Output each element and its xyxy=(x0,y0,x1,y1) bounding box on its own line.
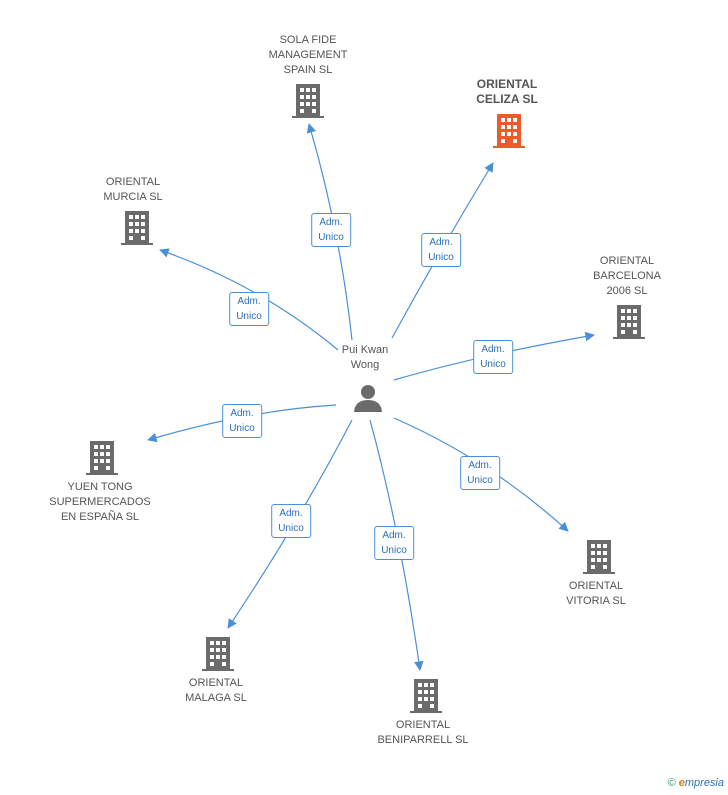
role-badge: Adm.Unico xyxy=(311,213,351,247)
role-badge: Adm.Unico xyxy=(374,526,414,560)
company-label-beniparrell[interactable]: ORIENTAL BENIPARRELL SL xyxy=(377,719,469,746)
role-badge: Adm.Unico xyxy=(222,404,262,438)
company-label-celiza[interactable]: ORIENTAL CELIZA SL xyxy=(476,77,538,106)
company-label-murcia[interactable]: ORIENTAL MURCIA SL xyxy=(103,176,163,203)
building-icon[interactable] xyxy=(613,305,645,339)
brand-name: mpresia xyxy=(684,777,724,789)
building-icon[interactable] xyxy=(121,211,153,245)
company-label-yuen[interactable]: YUEN TONG SUPERMERCADOS EN ESPAÑA SL xyxy=(49,481,151,523)
role-badge: Adm.Unico xyxy=(271,504,311,538)
building-icon[interactable] xyxy=(86,441,118,475)
company-label-malaga[interactable]: ORIENTAL MALAGA SL xyxy=(185,677,247,704)
company-label-vitoria[interactable]: ORIENTAL VITORIA SL xyxy=(566,580,626,607)
role-badge: Adm.Unico xyxy=(421,233,461,267)
building-icon[interactable] xyxy=(410,679,442,713)
building-icon-highlighted[interactable] xyxy=(493,114,525,148)
brand-logo-e: e xyxy=(678,777,685,789)
role-badge: Adm.Unico xyxy=(460,456,500,490)
company-label-barcelona[interactable]: ORIENTAL BARCELONA 2006 SL xyxy=(593,255,661,297)
company-label-sola[interactable]: SOLA FIDE MANAGEMENT SPAIN SL xyxy=(268,34,348,76)
copyright-icon: © xyxy=(667,777,676,789)
building-icon[interactable] xyxy=(583,540,615,574)
role-badge: Adm.Unico xyxy=(473,340,513,374)
person-name[interactable]: Pui Kwan Wong xyxy=(341,344,389,371)
building-icon[interactable] xyxy=(202,637,234,671)
brand-footer[interactable]: © empresia xyxy=(668,777,724,789)
role-badge: Adm.Unico xyxy=(229,292,269,326)
person-icon[interactable] xyxy=(353,383,383,413)
building-icon[interactable] xyxy=(292,84,324,118)
